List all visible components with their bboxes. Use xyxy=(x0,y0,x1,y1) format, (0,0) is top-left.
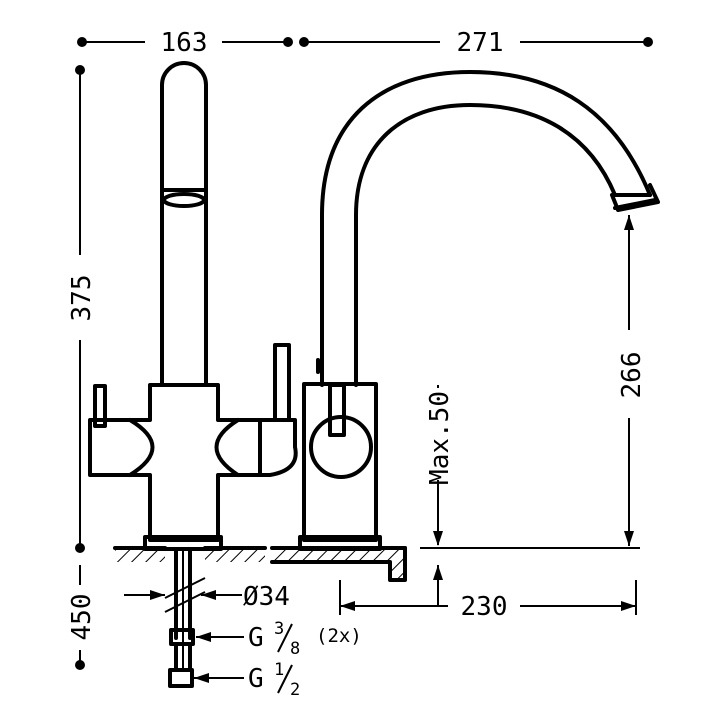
reach-dimension: 230 xyxy=(339,580,637,622)
dim-width-left: 163 xyxy=(161,28,208,58)
dim-reach: 230 xyxy=(461,592,508,622)
dim-width-right: 271 xyxy=(457,28,504,58)
dim-spout-height: 266 xyxy=(617,352,647,399)
top-dimension-163: 163 xyxy=(77,28,293,58)
spout-height-dimension: 266 xyxy=(420,215,647,549)
right-small-lever xyxy=(273,343,291,422)
dim-max-thickness: Max.50 xyxy=(425,391,455,485)
spout xyxy=(320,70,660,387)
connection-g38: G 3 8 (2x) xyxy=(196,619,362,659)
g38-numerator: 3 xyxy=(274,619,284,639)
top-dimension-271: 271 xyxy=(299,28,653,58)
dim-height-total: 375 xyxy=(67,275,97,322)
diameter-dimension: Ø34 xyxy=(124,582,290,612)
connection-g12: G 1 2 xyxy=(194,660,300,700)
dim-hole-diameter: Ø34 xyxy=(243,582,290,612)
g12-letter: G xyxy=(248,664,264,694)
supply-hoses xyxy=(164,548,206,688)
left-dimension-375: 375 xyxy=(67,65,97,553)
left-small-lever xyxy=(93,384,107,428)
spout-body xyxy=(298,358,382,551)
filter-column xyxy=(160,61,208,387)
g38-note: (2x) xyxy=(316,625,362,647)
max-thickness-dimension: Max.50 xyxy=(425,385,455,605)
mixer-body xyxy=(88,383,298,551)
g12-denominator: 2 xyxy=(290,680,300,700)
left-dimension-450: 450 xyxy=(67,565,97,670)
g38-denominator: 8 xyxy=(290,639,300,659)
countertop xyxy=(113,546,407,582)
dim-below-length: 450 xyxy=(67,594,97,641)
g12-numerator: 1 xyxy=(274,660,284,680)
g38-letter: G xyxy=(248,623,264,653)
